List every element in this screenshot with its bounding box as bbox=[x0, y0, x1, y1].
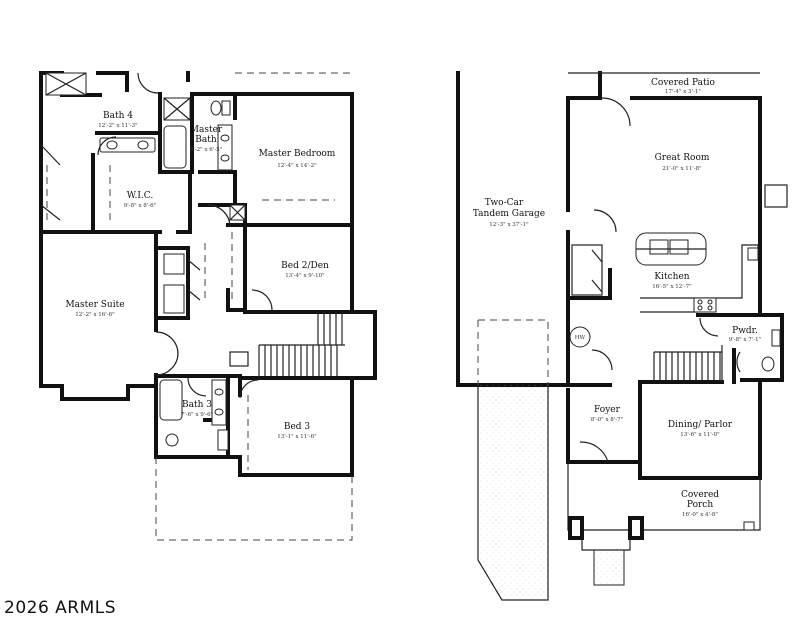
bath3-dims: 7'-6" x 9'-6" bbox=[181, 412, 213, 418]
garage-label-1: Two-Car bbox=[485, 198, 524, 208]
great-room-label: Great Room bbox=[655, 153, 710, 163]
foyer-dims: 8'-0" x 8'-7" bbox=[591, 417, 623, 423]
bed2-label: Bed 2/Den bbox=[281, 261, 329, 271]
covered-patio-label: Covered Patio bbox=[651, 78, 715, 88]
master-bath-label-1: Master bbox=[190, 125, 223, 135]
master-bath-label-2: Bath bbox=[195, 135, 217, 145]
main-floor-plan: HW Covered Patio bbox=[456, 71, 788, 601]
master-bedroom-label: Master Bedroom bbox=[259, 149, 336, 159]
dining-label: Dining/ Parlor bbox=[668, 420, 733, 430]
master-bath-dims: 8'-2" x 6'-5" bbox=[190, 147, 222, 153]
great-room-dims: 21'-0" x 11'-8" bbox=[662, 166, 701, 172]
bath3-label: Bath 3 bbox=[182, 400, 212, 410]
bath4-label: Bath 4 bbox=[103, 111, 133, 121]
bed3-dims: 13'-1" x 11'-6" bbox=[277, 434, 316, 440]
dining-dims: 13'-6" x 11'-0" bbox=[680, 432, 719, 438]
wic-label: W.I.C. bbox=[127, 191, 154, 201]
bath4-dims: 12'-2" x 11'-3" bbox=[98, 123, 137, 129]
master-suite-dims: 12'-2" x 16'-6" bbox=[75, 312, 114, 318]
powder-dims: 9'-8" x 7'-1" bbox=[729, 337, 761, 343]
garage-label-2: Tandem Garage bbox=[473, 209, 545, 219]
covered-porch-label-2: Porch bbox=[687, 500, 713, 510]
copyright-watermark: 2026 ARMLS bbox=[4, 598, 117, 618]
garage-dims: 12'-3" x 37'-1" bbox=[489, 222, 528, 228]
covered-porch-label-1: Covered bbox=[681, 490, 719, 500]
kitchen-dims: 16'-5" x 12'-7" bbox=[652, 284, 691, 290]
upper-floor-plan: Bath 4 12'-2" x 11'-3" Master Bath 8'-2"… bbox=[39, 71, 377, 541]
master-suite-label: Master Suite bbox=[65, 300, 124, 310]
covered-porch-dims: 16'-0" x 4'-8" bbox=[682, 512, 718, 518]
bed2-dims: 13'-4" x 9'-10" bbox=[285, 273, 324, 279]
powder-label: Pwdr. bbox=[732, 326, 758, 336]
wic-dims: 9'-8" x 8'-6" bbox=[124, 203, 156, 209]
bed3-label: Bed 3 bbox=[284, 422, 311, 432]
master-bedroom-dims: 12'-4" x 14'-2" bbox=[277, 163, 316, 169]
covered-patio-dims: 17'-4" x 3'-1" bbox=[665, 89, 701, 95]
water-heater-label: HW bbox=[575, 335, 586, 341]
foyer-label: Foyer bbox=[594, 405, 621, 415]
kitchen-label: Kitchen bbox=[654, 272, 689, 282]
